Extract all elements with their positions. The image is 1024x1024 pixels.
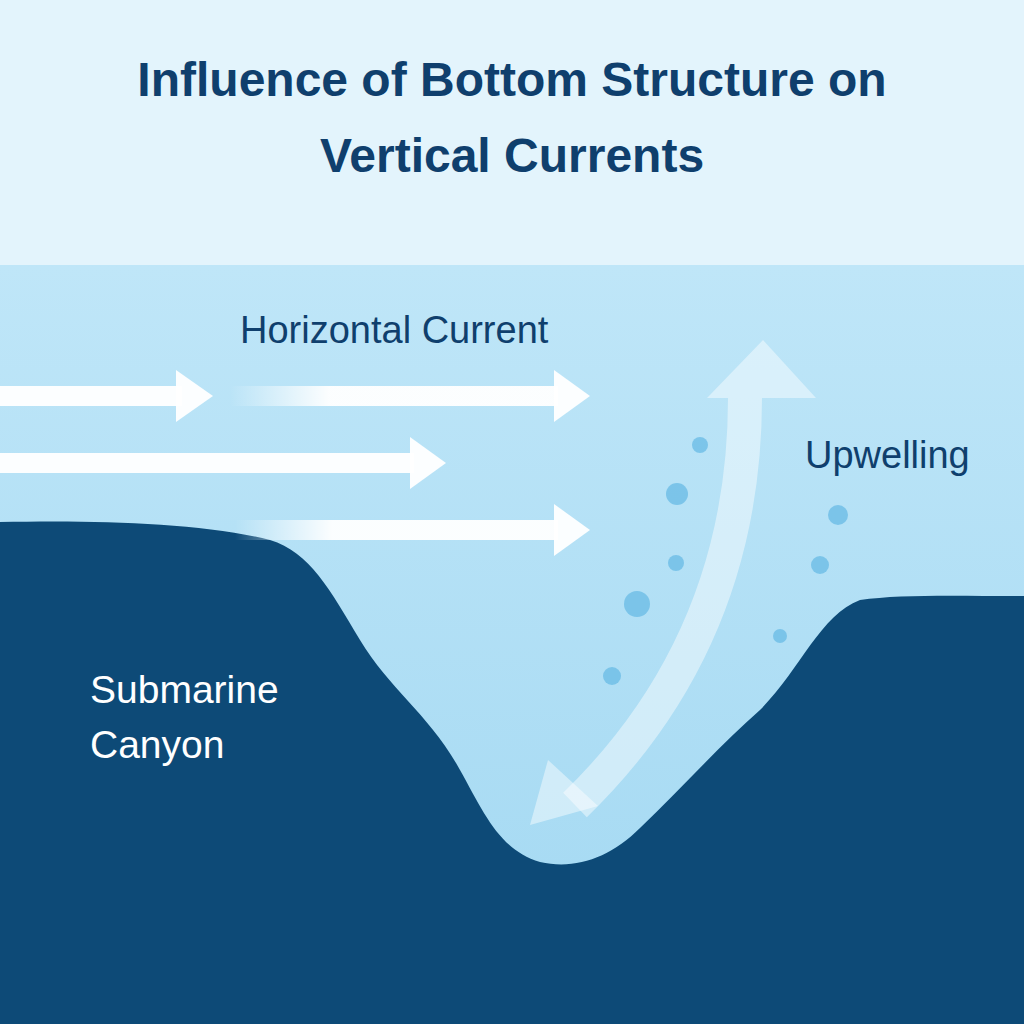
sky-band xyxy=(0,0,1024,265)
current-label: Horizontal Current xyxy=(240,306,660,354)
seafloor xyxy=(0,521,1024,1024)
water-body xyxy=(0,265,1024,1024)
canyon-label: Submarine Canyon xyxy=(90,662,330,772)
upwelling-label: Upwelling xyxy=(805,431,1020,479)
vertical-flow-arrow xyxy=(530,340,816,825)
diagram-title: Influence of Bottom Structure on Vertica… xyxy=(92,42,932,194)
horizontal-arrows xyxy=(0,370,590,556)
